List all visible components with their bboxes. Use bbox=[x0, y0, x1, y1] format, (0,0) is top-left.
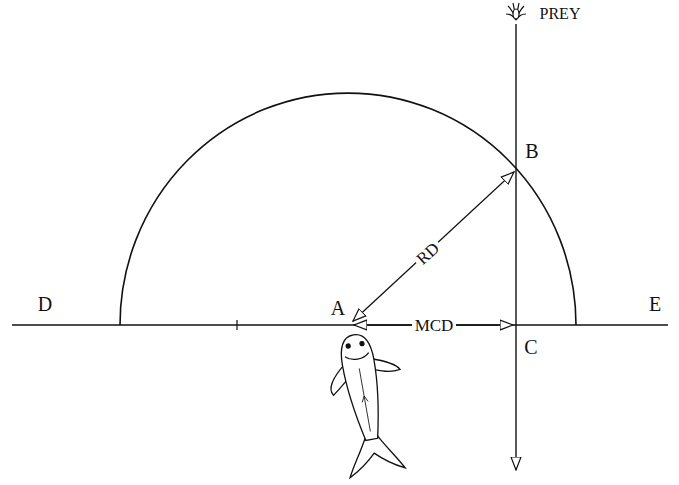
prey-icon bbox=[506, 3, 526, 20]
tick-mark bbox=[236, 320, 237, 330]
prey-path bbox=[515, 24, 516, 470]
point-label: C bbox=[524, 337, 537, 357]
reaction-semicircle bbox=[120, 93, 576, 325]
dimension-label: MCD bbox=[412, 316, 457, 335]
fish bbox=[322, 328, 417, 478]
point-label: D bbox=[38, 294, 52, 314]
baseline bbox=[12, 324, 668, 325]
point-label: E bbox=[649, 294, 661, 314]
reaction-distance-arrow bbox=[353, 172, 514, 321]
point-label: B bbox=[525, 141, 538, 161]
prey-label: PREY bbox=[540, 6, 581, 22]
point-label: A bbox=[331, 298, 345, 318]
dimension-label: RD bbox=[411, 236, 446, 270]
